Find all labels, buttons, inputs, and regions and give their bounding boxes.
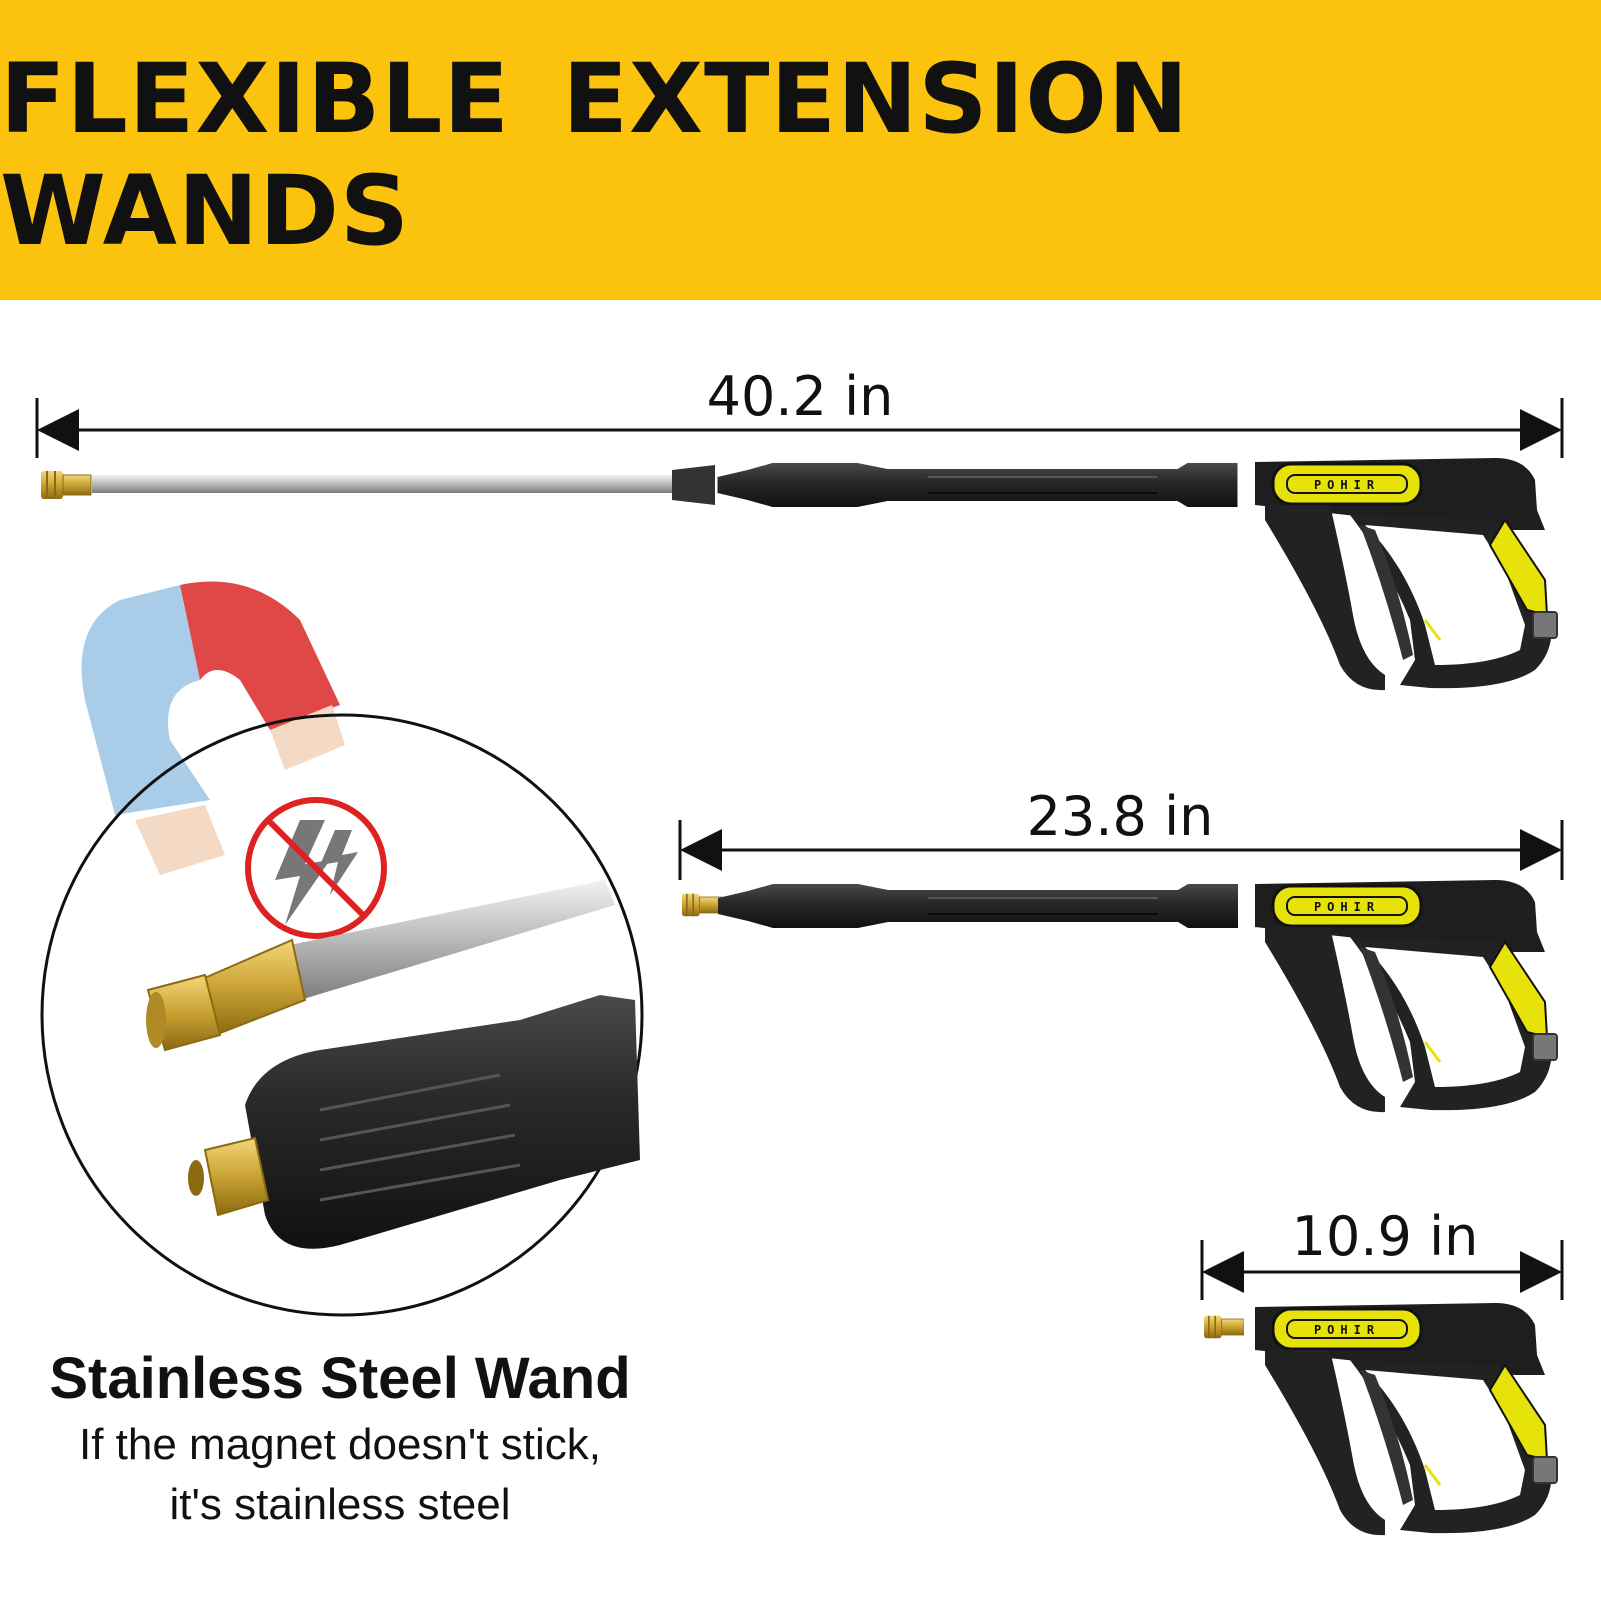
length-label-short: 10.9 in — [1291, 1205, 1479, 1268]
length-label-long: 40.2 in — [706, 365, 894, 428]
feature-description-line-1: If the magnet doesn't stick, — [78, 1420, 601, 1469]
header-banner: FLEXIBLE EXTENSION WANDS — [0, 0, 1601, 300]
page-title: FLEXIBLE EXTENSION WANDS — [0, 43, 1190, 267]
measure-line-1 — [35, 398, 1564, 458]
magnet-icon — [81, 581, 345, 875]
measure-line-3 — [1200, 1240, 1564, 1300]
zoom-circle — [40, 713, 644, 1317]
measure-line-2 — [678, 820, 1564, 880]
zoomed-grip — [188, 995, 640, 1249]
short-gun — [1204, 1301, 1559, 1537]
zoomed-wand-tip — [146, 880, 615, 1052]
no-lightning-icon — [245, 797, 387, 939]
medium-wand — [682, 878, 1559, 1114]
length-label-medium: 23.8 in — [1026, 785, 1214, 848]
feature-title: Stainless Steel Wand — [49, 1346, 631, 1411]
long-wand — [40, 456, 1559, 692]
feature-description-line-2: it's stainless steel — [169, 1480, 511, 1529]
